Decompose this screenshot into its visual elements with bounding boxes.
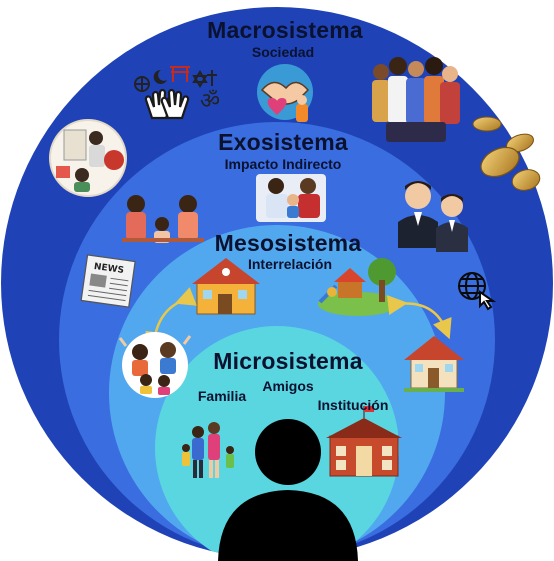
- mesosystem-title: Mesosistema: [214, 230, 362, 256]
- business-men-icon: [398, 181, 468, 252]
- diverse-people-group-icon: [372, 57, 460, 142]
- macrosystem-title: Macrosistema: [207, 17, 363, 43]
- playground-icon: [318, 258, 398, 316]
- svg-text:ॐ: ॐ: [200, 89, 220, 114]
- helping-hands-icon: [144, 88, 190, 120]
- happy-family-icon: [118, 332, 192, 398]
- newspaper-icon: NEWS: [80, 254, 136, 308]
- coins-icon: [472, 116, 541, 191]
- link-arrow-right: [386, 295, 452, 340]
- exosystem-title: Exosistema: [218, 129, 348, 155]
- family-walking-icon: [182, 422, 234, 478]
- work-meeting-icon: [49, 119, 127, 197]
- macrosystem-subtitle: Sociedad: [251, 44, 315, 60]
- parent-child-talk-icon: [256, 174, 326, 222]
- society-handshake-icon: [257, 64, 313, 122]
- mesosystem-subtitle: Interrelación: [247, 256, 333, 272]
- house-icon: [404, 336, 464, 392]
- institution-building-icon: [326, 406, 402, 477]
- religion-symbols-icon: [134, 66, 217, 92]
- exosystem-subtitle: Impacto Indirecto: [224, 156, 342, 172]
- internet-icon: [458, 272, 497, 311]
- microsystem-title: Microsistema: [213, 348, 363, 374]
- person-silhouette-icon: [218, 419, 358, 561]
- svg-text:NEWS: NEWS: [93, 262, 124, 276]
- microsystem-item-institucion: Institución: [317, 397, 389, 413]
- school-icon: [192, 258, 260, 315]
- microsystem-item-familia: Familia: [197, 388, 247, 404]
- family-conflict-icon: [122, 195, 204, 243]
- microsystem-item-amigos: Amigos: [262, 378, 314, 394]
